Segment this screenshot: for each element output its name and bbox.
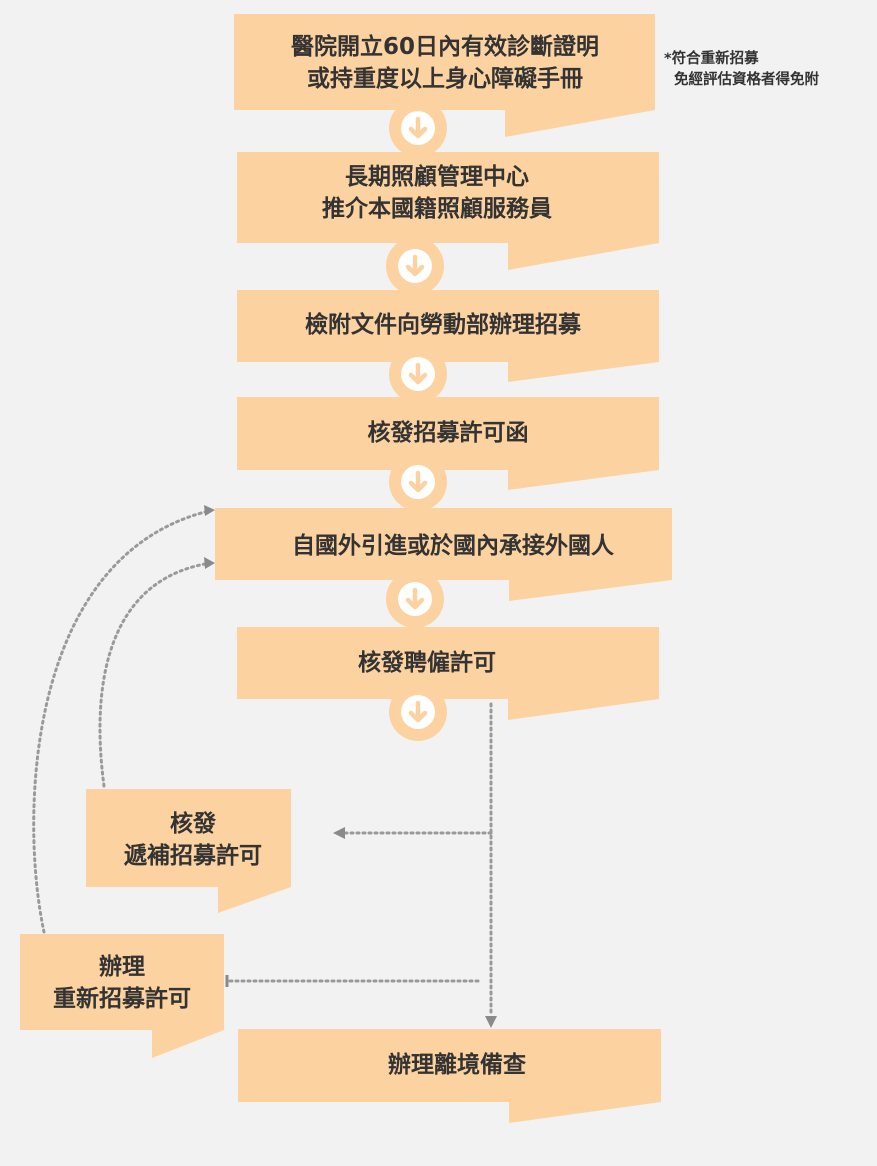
step-box-4: 核發招募許可函 [237, 397, 659, 490]
connectors [32, 505, 497, 1028]
step-3-line-1: 檢附文件向勞動部辦理招募 [305, 311, 582, 338]
note-line-1: *符合重新招募 [664, 49, 759, 67]
re-recruitment-box: 辦理 重新招募許可 [20, 934, 224, 1058]
step-2-line-1: 長期照顧管理中心 [345, 163, 529, 190]
step-6-line-1: 核發聘僱許可 [358, 649, 496, 676]
loop-connector-inner [98, 562, 207, 788]
note-line-2: 免經評估資格者得免附 [674, 70, 819, 88]
arrow-circle-down-icon [389, 683, 447, 741]
arrow-circle-down-icon [389, 453, 447, 511]
arrow-circle-down-icon [389, 345, 447, 403]
step-box-2: 長期照顧管理中心 推介本國籍照顧服務員 [237, 152, 659, 270]
arrow-circle-down-icon [389, 99, 447, 157]
loop-arrowhead-outer [204, 505, 215, 516]
arrow-circle-down-icon [386, 237, 444, 295]
replacement-permit-line-2: 遞補招募許可 [124, 842, 262, 869]
re-recruitment-line-2: 重新招募許可 [53, 985, 191, 1012]
step-box-7: 辦理離境備查 [238, 1029, 661, 1123]
replacement-permit-box: 核發 遞補招募許可 [86, 789, 291, 913]
step-1-line-2: 或持重度以上身心障礙手冊 [307, 65, 583, 92]
arrow-circle-down-icon [386, 570, 444, 628]
step-2-line-2: 推介本國籍照顧服務員 [322, 195, 552, 222]
step-box-5: 自國外引進或於國內承接外國人 [215, 508, 672, 601]
vertical-arrowhead [485, 1016, 497, 1028]
step-box-6: 核發聘僱許可 [237, 627, 659, 720]
re-recruitment-line-1: 辦理 [99, 954, 145, 980]
step-1-line-1: 醫院開立60日內有效診斷證明 [291, 33, 599, 60]
step-5-line-1: 自國外引進或於國內承接外國人 [292, 532, 615, 559]
step-4-line-1: 核發招募許可函 [368, 419, 529, 446]
loop-arrowhead-inner [204, 557, 215, 569]
step-7-line-1: 辦理離境備查 [388, 1051, 526, 1078]
loop-connector-outer [32, 510, 207, 934]
branch-arrowhead-replacement [333, 827, 345, 839]
step-box-3: 檢附文件向勞動部辦理招募 [237, 290, 659, 382]
step-box-1: 醫院開立60日內有效診斷證明 或持重度以上身心障礙手冊 [234, 14, 655, 137]
replacement-permit-line-1: 核發 [170, 810, 216, 837]
note: *符合重新招募 免經評估資格者得免附 [664, 49, 819, 88]
